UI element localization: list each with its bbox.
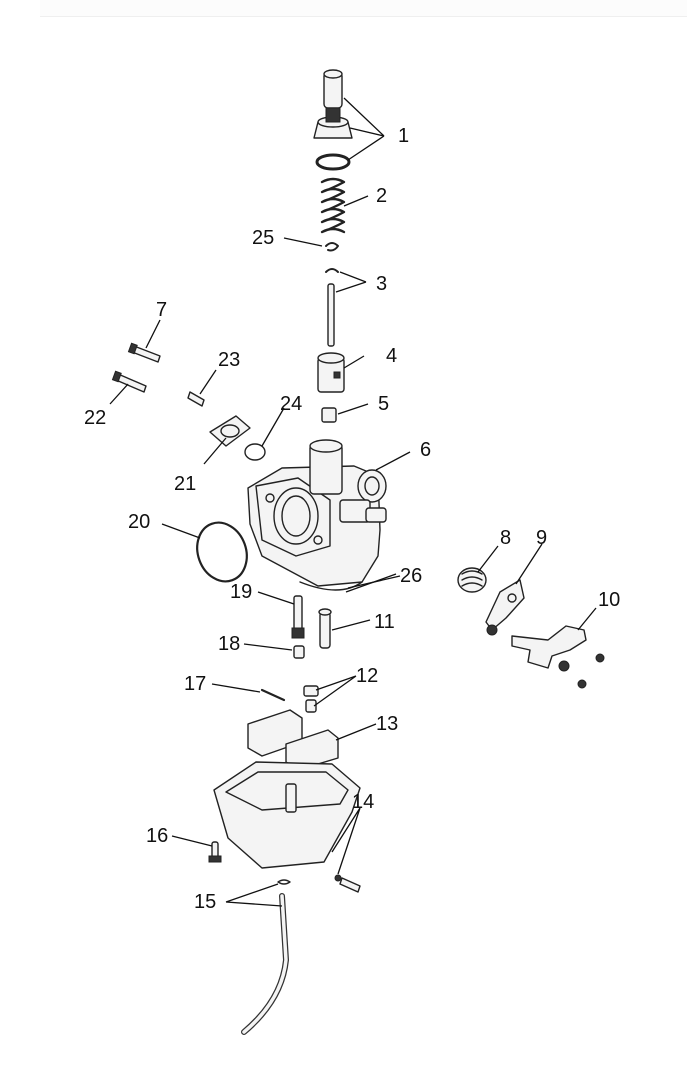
callout-24: 24 xyxy=(280,393,302,415)
part-23-bolt xyxy=(187,391,205,407)
callout-25: 25 xyxy=(252,227,274,249)
part-18-jet xyxy=(293,645,305,659)
part-9-lever xyxy=(485,579,525,636)
callout-3: 3 xyxy=(376,273,387,295)
callout-15: 15 xyxy=(194,891,216,913)
part-7-screw xyxy=(127,342,161,363)
callout-2: 2 xyxy=(376,185,387,207)
part-16-bolt xyxy=(208,841,222,863)
part-4-throttle-slide xyxy=(317,352,345,393)
part-25-clip xyxy=(325,242,339,252)
callout-13: 13 xyxy=(376,713,398,735)
callout-5: 5 xyxy=(378,393,389,415)
part-20-gasket xyxy=(196,521,248,583)
part-21-insulator xyxy=(209,415,251,447)
part-6-carburetor-body xyxy=(247,439,387,591)
callout-10: 10 xyxy=(598,589,620,611)
callout-20: 20 xyxy=(128,511,150,533)
callout-16: 16 xyxy=(146,825,168,847)
part-11-needle-jet xyxy=(318,608,332,649)
part-14-drain-screw xyxy=(334,874,361,893)
part-24-o-ring xyxy=(244,443,266,461)
leader-lines xyxy=(109,97,597,907)
part-13-float xyxy=(247,709,339,771)
float-bowl xyxy=(213,761,361,869)
top-band xyxy=(40,0,687,17)
part-3-needle xyxy=(325,268,339,347)
callout-7: 7 xyxy=(156,299,167,321)
callout-26: 26 xyxy=(400,565,422,587)
callout-17: 17 xyxy=(184,673,206,695)
part-5-jet xyxy=(321,407,337,423)
callout-12: 12 xyxy=(356,665,378,687)
part-17-pin xyxy=(260,688,286,702)
callout-21: 21 xyxy=(174,473,196,495)
callout-22: 22 xyxy=(84,407,106,429)
callout-19: 19 xyxy=(230,581,252,603)
callout-11: 11 xyxy=(374,611,395,633)
callout-6: 6 xyxy=(420,439,431,461)
part-12-needle-valve xyxy=(303,685,319,713)
callout-4: 4 xyxy=(386,345,397,367)
callout-1: 1 xyxy=(398,125,409,147)
callout-8: 8 xyxy=(500,527,511,549)
part-2-spring xyxy=(320,177,346,234)
callout-14: 14 xyxy=(352,791,374,813)
part-10-bracket xyxy=(511,625,605,689)
callout-18: 18 xyxy=(218,633,240,655)
callout-23: 23 xyxy=(218,349,240,371)
part-15-drain-hose xyxy=(241,879,291,1035)
part-22-screw xyxy=(111,370,147,393)
callout-9: 9 xyxy=(536,527,547,549)
part-8-spring xyxy=(457,567,487,593)
callout-labels: 1 2 3 4 5 6 7 8 9 10 11 12 13 14 15 16 1… xyxy=(84,125,620,913)
part-1-top-cap xyxy=(313,69,353,171)
part-19-screw xyxy=(291,595,305,639)
